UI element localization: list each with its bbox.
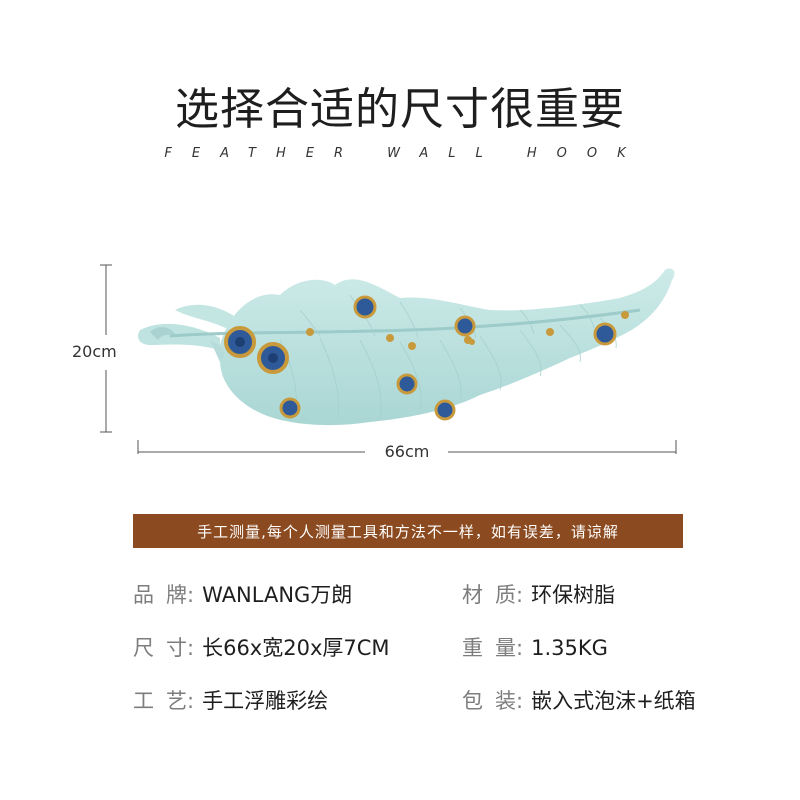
spec-material: 材质:环保树脂 xyxy=(462,583,616,607)
spec-size: 尺寸:长66x宽20x厚7CM xyxy=(133,636,390,660)
feather-hook-image xyxy=(138,268,675,426)
spec-label: 工艺 xyxy=(133,689,199,713)
spec-value: 嵌入式泡沫+纸箱 xyxy=(531,689,696,713)
height-dimension-label: 20cm xyxy=(72,340,117,364)
spec-value: WANLANG万朗 xyxy=(202,583,353,607)
spec-craft: 工艺:手工浮雕彩绘 xyxy=(133,689,329,713)
spec-value: 长66x宽20x厚7CM xyxy=(202,636,390,660)
page-title: 选择合适的尺寸很重要 xyxy=(175,84,625,135)
spec-label: 品牌 xyxy=(133,583,199,607)
spec-label: 尺寸 xyxy=(133,636,199,660)
spec-label: 材质 xyxy=(462,583,528,607)
spec-brand: 品牌:WANLANG万朗 xyxy=(133,583,353,607)
spec-weight: 重量:1.35KG xyxy=(462,636,608,660)
measurement-notice-banner: 手工测量,每个人测量工具和方法不一样，如有误差，请谅解 xyxy=(133,514,683,548)
spec-label: 包装 xyxy=(462,689,528,713)
page-subtitle: FEATHER WALL HOOK xyxy=(164,146,646,161)
notice-text: 手工测量,每个人测量工具和方法不一样，如有误差，请谅解 xyxy=(197,522,619,541)
spec-value: 环保树脂 xyxy=(531,583,616,607)
spec-label: 重量 xyxy=(462,636,528,660)
spec-value: 手工浮雕彩绘 xyxy=(202,689,329,713)
spec-value: 1.35KG xyxy=(531,636,608,660)
width-dimension-label: 66cm xyxy=(370,442,444,462)
spec-packaging: 包装:嵌入式泡沫+纸箱 xyxy=(462,689,696,713)
